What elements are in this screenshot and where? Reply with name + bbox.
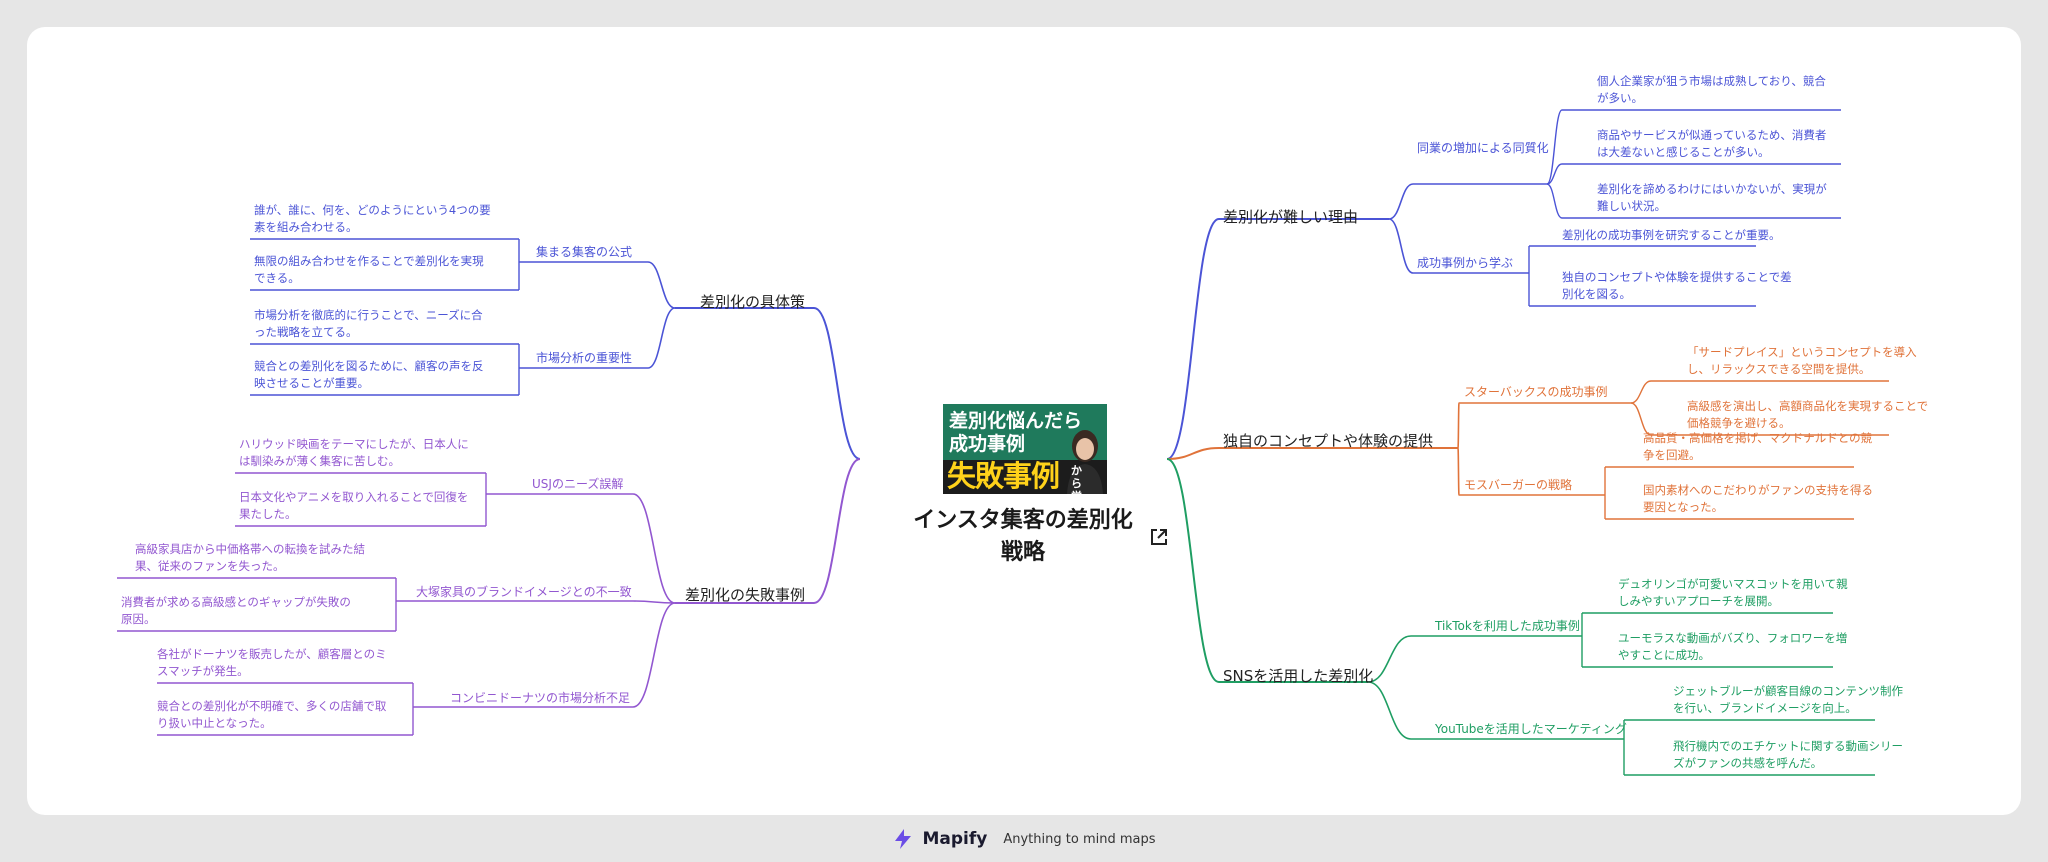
subtopic[interactable]: 大塚家具のブランドイメージとの不一致 xyxy=(416,585,632,599)
main-topic[interactable]: 差別化の失敗事例 xyxy=(685,586,806,604)
thumbnail-text-4: から学ぶ xyxy=(1071,464,1082,494)
subtopic-connector xyxy=(632,493,676,604)
branch-connector xyxy=(813,458,861,604)
mindmap-canvas: 差別化悩んだら 成功事例 失敗事例 から学ぶ インスタ集客の差別化戦略 差別化が… xyxy=(27,27,2021,815)
thumbnail-text-1: 差別化悩んだら xyxy=(949,410,1083,432)
leaf-connector xyxy=(1630,402,1652,436)
subtopic[interactable]: 集まる集客の公式 xyxy=(536,245,633,259)
leaf-note[interactable]: 個人企業家が狙う市場は成熟しており、競合が多い。 xyxy=(1597,74,1826,106)
branch-connector xyxy=(1166,458,1220,683)
subtopic[interactable]: 市場分析の重要性 xyxy=(536,351,633,365)
thumbnail-text-2: 成功事例 xyxy=(949,433,1026,455)
leaf-note[interactable]: 無限の組み合わせを作ることで差別化を実現できる。 xyxy=(254,254,484,286)
leaf-note[interactable]: 誰が、誰に、何を、どのようにという4つの要素を組み合わせる。 xyxy=(254,203,491,235)
subtopic[interactable]: TikTokを利用した成功事例 xyxy=(1435,619,1580,633)
leaf-note[interactable]: 国内素材へのこだわりがファンの支持を得る要因となった。 xyxy=(1643,483,1873,515)
leaf-note[interactable]: ハリウッド映画をテーマにしたが、日本人には馴染みが薄く集客に苦しむ。 xyxy=(239,437,469,469)
main-topic[interactable]: 差別化が難しい理由 xyxy=(1223,208,1359,226)
mapify-logo-icon xyxy=(895,829,912,849)
leaf-note[interactable]: 競合との差別化が不明確で、多くの店舗で取り扱い中止となった。 xyxy=(157,699,387,731)
branch-connector xyxy=(1166,218,1220,460)
branch-connector xyxy=(813,307,861,460)
leaf-note[interactable]: 飛行機内でのエチケットに関する動画シリーズがファンの共感を呼んだ。 xyxy=(1673,739,1903,771)
subtopic[interactable]: USJのニーズ誤解 xyxy=(532,477,624,491)
leaf-note[interactable]: ジェットブルーが顧客目線のコンテンツ制作を行い、ブランドイメージを向上。 xyxy=(1673,684,1903,716)
brand-tagline: Anything to mind maps xyxy=(1003,831,1156,847)
subtopic[interactable]: 同業の増加による同質化 xyxy=(1417,141,1549,155)
leaf-note[interactable]: 商品やサービスが似通っているため、消費者は大差ないと感じることが多い。 xyxy=(1597,128,1827,160)
leaf-note[interactable]: 市場分析を徹底的に行うことで、ニーズに合った戦略を立てる。 xyxy=(254,308,483,340)
subtopic[interactable]: コンビニドーナツの市場分析不足 xyxy=(450,691,631,705)
subtopic-connector xyxy=(1457,402,1460,449)
leaf-note[interactable]: ユーモラスな動画がバズり、フォロワーを増やすことに成功。 xyxy=(1618,631,1848,663)
subtopic-connector xyxy=(632,600,676,604)
subtopic-connector xyxy=(647,261,676,309)
presenter-photo xyxy=(1067,430,1103,494)
mindmap-connectors xyxy=(117,109,1889,776)
leaf-connector xyxy=(1546,183,1563,219)
external-link-icon[interactable] xyxy=(1149,527,1169,547)
leaf-note[interactable]: 独自のコンセプトや体験を提供することで差別化を図る。 xyxy=(1562,270,1792,302)
leaf-note[interactable]: 高級感を演出し、高額商品化を実現することで価格競争を避ける。 xyxy=(1687,399,1929,431)
main-topic[interactable]: 独自のコンセプトや体験の提供 xyxy=(1223,432,1434,450)
subtopic-connector xyxy=(1388,183,1414,220)
subtopic-connector xyxy=(632,602,676,708)
leaf-note[interactable]: 日本文化やアニメを取り入れることで回復を果たした。 xyxy=(239,490,469,522)
leaf-note[interactable]: 各社がドーナツを販売したが、顧客層とのミスマッチが発生。 xyxy=(157,647,387,679)
brand-name[interactable]: Mapify xyxy=(922,829,988,849)
subtopic-connector xyxy=(1367,681,1412,740)
subtopic[interactable]: スターバックスの成功事例 xyxy=(1464,385,1608,399)
branch-connector xyxy=(1166,447,1220,460)
leaf-connector xyxy=(1546,163,1563,185)
leaf-note[interactable]: 競合との差別化を図るために、顧客の声を反映させることが重要。 xyxy=(254,359,484,391)
thumbnail-text-3: 失敗事例 xyxy=(947,459,1060,493)
leaf-note[interactable]: 「サードプレイス」というコンセプトを導入し、リラックスできる空間を提供。 xyxy=(1687,345,1917,377)
leaf-note[interactable]: 高品質・高価格を掲げ、マクドナルドとの競争を回避。 xyxy=(1643,431,1873,463)
leaf-note[interactable]: 消費者が求める高級感とのギャップが失敗の原因。 xyxy=(121,595,351,627)
subtopic-connector xyxy=(1457,447,1460,496)
subtopic-connector xyxy=(647,307,676,369)
main-topic[interactable]: 差別化の具体策 xyxy=(700,293,806,311)
subtopic[interactable]: 成功事例から学ぶ xyxy=(1417,256,1514,270)
subtopic[interactable]: YouTubeを活用したマーケティング xyxy=(1435,722,1627,736)
subtopic[interactable]: モスバーガーの戦略 xyxy=(1464,478,1573,492)
leaf-note[interactable]: 差別化を諦めるわけにはいかないが、実現が難しい状況。 xyxy=(1597,182,1827,214)
leaf-connector xyxy=(1546,109,1563,185)
leaf-note[interactable]: 高級家具店から中価格帯への転換を試みた結果、従来のファンを失った。 xyxy=(135,542,365,574)
footer: Mapify Anything to mind maps xyxy=(0,828,2048,854)
leaf-note[interactable]: デュオリンゴが可愛いマスコットを用いて親しみやすいアプローチを展開。 xyxy=(1618,577,1848,609)
central-topic[interactable]: インスタ集客の差別化戦略 xyxy=(913,508,1133,565)
leaf-note[interactable]: 差別化の成功事例を研究することが重要。 xyxy=(1562,228,1781,242)
subtopic-connector xyxy=(1367,635,1412,683)
main-topic[interactable]: SNSを活用した差別化 xyxy=(1223,667,1374,685)
subtopic-connector xyxy=(1388,218,1414,274)
root-thumbnail[interactable]: 差別化悩んだら 成功事例 失敗事例 から学ぶ xyxy=(943,404,1107,494)
leaf-connector xyxy=(1630,380,1652,404)
